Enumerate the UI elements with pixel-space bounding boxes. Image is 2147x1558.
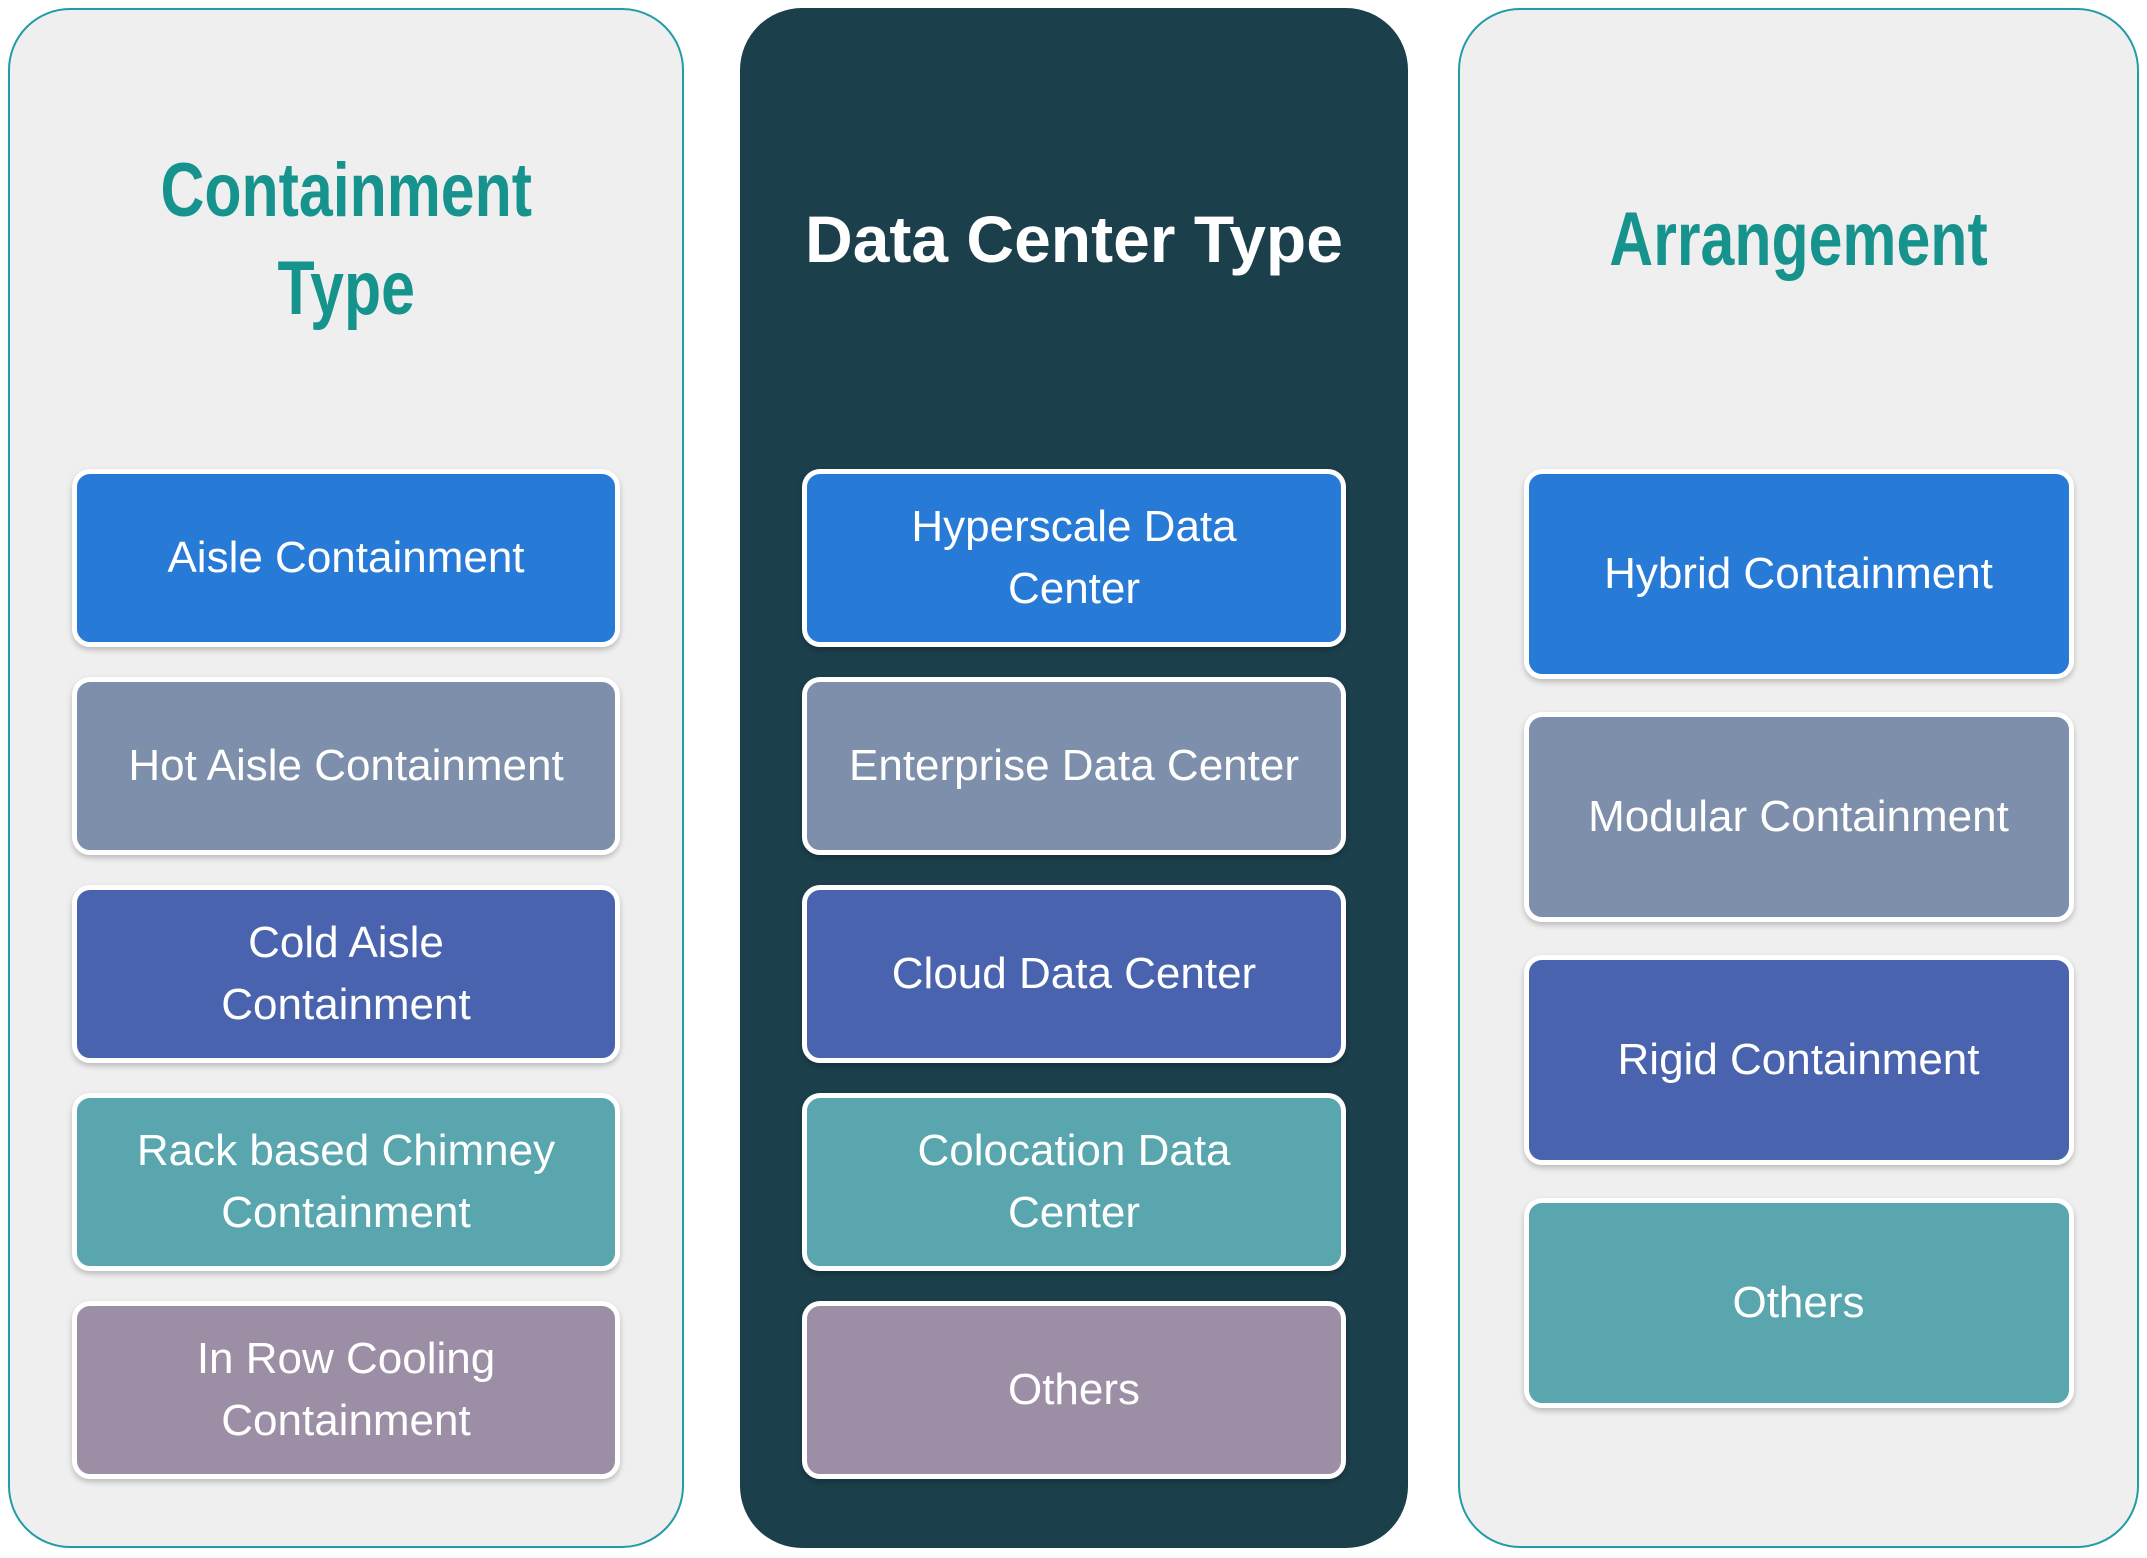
column-title-arrangement: Arrangement — [1460, 10, 2137, 469]
box-hyperscale-data-center: Hyperscale Data Center — [802, 469, 1346, 647]
box-colocation-data-center: Colocation Data Center — [802, 1093, 1346, 1271]
box-cold-aisle-containment: Cold Aisle Containment — [72, 885, 620, 1063]
panel-containment-type: Containment Type Aisle Containment Hot A… — [8, 8, 684, 1548]
box-hybrid-containment: Hybrid Containment — [1523, 469, 2074, 679]
box-in-row-cooling-containment: In Row Cooling Containment — [72, 1301, 620, 1479]
data-center-type-list: Hyperscale Data Center Enterprise Data C… — [742, 469, 1406, 1479]
box-cloud-data-center: Cloud Data Center — [802, 885, 1346, 1063]
box-aisle-containment: Aisle Containment — [72, 469, 620, 647]
box-rigid-containment: Rigid Containment — [1523, 955, 2074, 1165]
column-title-containment-type: Containment Type — [10, 10, 682, 469]
containment-type-list: Aisle Containment Hot Aisle Containment … — [10, 469, 682, 1479]
box-enterprise-data-center: Enterprise Data Center — [802, 677, 1346, 855]
box-arrangement-others: Others — [1523, 1198, 2074, 1408]
panel-arrangement: Arrangement Hybrid Containment Modular C… — [1458, 8, 2139, 1548]
column-title-data-center-type-text: Data Center Type — [805, 201, 1343, 276]
box-data-center-others: Others — [802, 1301, 1346, 1479]
box-modular-containment: Modular Containment — [1523, 712, 2074, 922]
panel-data-center-type: Data Center Type Hyperscale Data Center … — [740, 8, 1408, 1548]
box-rack-based-chimney-containment: Rack based Chimney Containment — [72, 1093, 620, 1271]
box-hot-aisle-containment: Hot Aisle Containment — [72, 677, 620, 855]
column-title-data-center-type: Data Center Type — [742, 10, 1406, 469]
arrangement-list: Hybrid Containment Modular Containment R… — [1460, 469, 2137, 1408]
column-title-arrangement-text: Arrangement — [1609, 196, 1988, 282]
column-title-containment-type-text: Containment Type — [160, 148, 532, 331]
